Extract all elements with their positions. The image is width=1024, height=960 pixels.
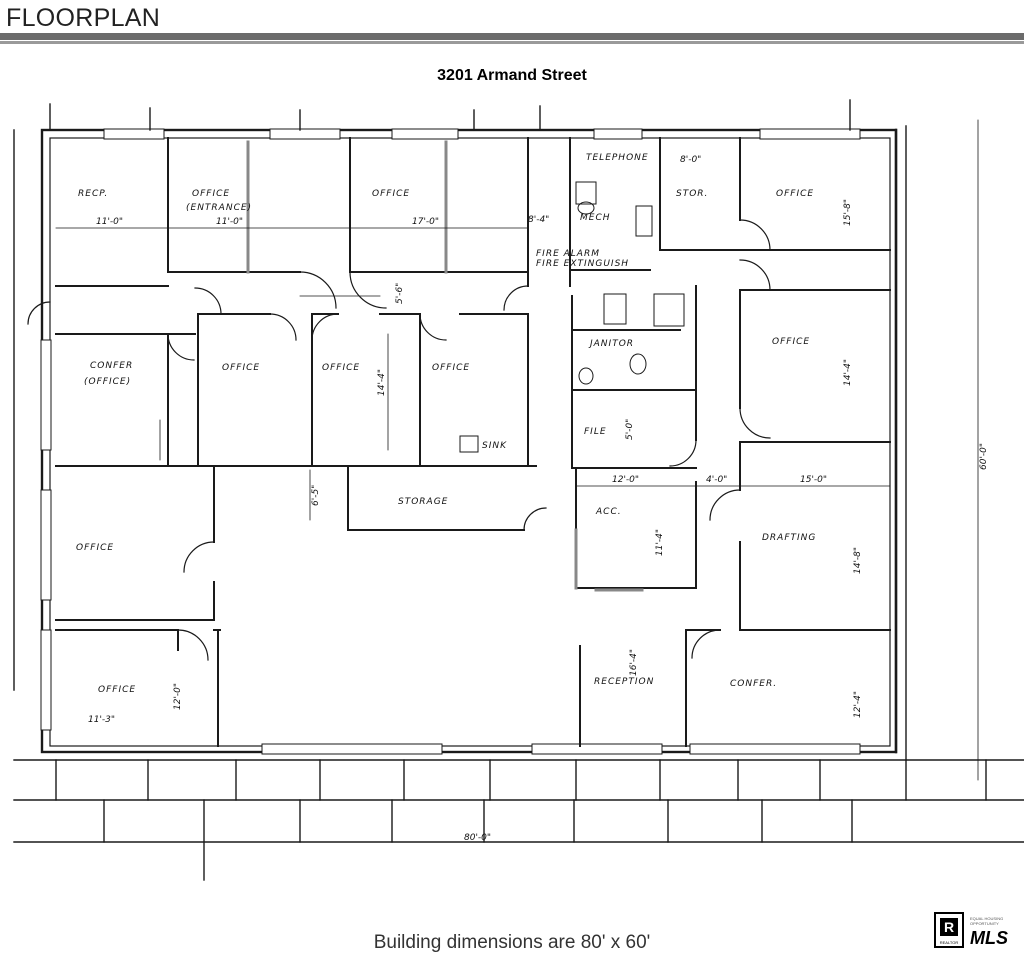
dim-recp-w: 11'-0" xyxy=(96,217,123,227)
label-office-top-right: OFFICE xyxy=(776,189,814,199)
room-labels: RECP. OFFICE (ENTRANCE) OFFICE STOR. OFF… xyxy=(76,153,816,695)
top-windows xyxy=(103,128,861,140)
label-office-left-bottom: OFFICE xyxy=(98,685,136,695)
dim-confer-right-h: 12'-4" xyxy=(853,691,863,718)
dim-office-right-mid-h: 14'-4" xyxy=(843,359,853,386)
floorplan-drawing: RECP. OFFICE (ENTRANCE) OFFICE STOR. OFF… xyxy=(13,99,1024,881)
plan-address: 3201 Armand Street xyxy=(437,67,587,84)
dim-hall2-w: 4'-0" xyxy=(706,475,727,485)
dim-mech-w: 8'-4" xyxy=(528,215,549,225)
label-fire-alarm: FIRE ALARM xyxy=(536,249,600,259)
label-office-right-mid: OFFICE xyxy=(772,337,810,347)
dim-office-entrance-w: 11'-0" xyxy=(216,217,243,227)
label-stor: STOR. xyxy=(676,189,708,199)
dim-hall-w: 5'-6" xyxy=(395,283,405,304)
left-windows xyxy=(40,339,52,731)
dimension-labels: 11'-0" 11'-0" 17'-0" 8'-4" 8'-0" 15'-8" … xyxy=(88,155,989,843)
label-office-row2-a: OFFICE xyxy=(222,363,260,373)
label-confer-right: CONFER. xyxy=(730,679,777,689)
label-sink: SINK xyxy=(482,441,507,451)
label-confer-left: CONFER xyxy=(90,361,133,371)
realtor-mls-logo: R REALTOR EQUAL HOUSING OPPORTUNITY MLS xyxy=(934,910,1016,954)
building-dimensions-note: Building dimensions are 80' x 60' xyxy=(373,932,651,953)
gray-markers xyxy=(574,528,644,592)
dim-stor-w: 8'-0" xyxy=(680,155,701,165)
label-reception: RECEPTION xyxy=(594,677,654,687)
interior-walls xyxy=(55,137,891,747)
page-title: FLOORPLAN xyxy=(6,4,161,32)
label-file: FILE xyxy=(584,427,607,437)
label-office-entrance-sub: (ENTRANCE) xyxy=(186,203,252,213)
bottom-windows xyxy=(261,743,861,755)
dim-office-top-right-w: 15'-8" xyxy=(843,199,853,226)
dim-building-width: 80'-0" xyxy=(464,833,491,843)
label-office-left-mid: OFFICE xyxy=(76,543,114,553)
label-storage: STORAGE xyxy=(398,497,448,507)
label-drafting: DRAFTING xyxy=(762,533,816,543)
dim-drafting-h: 14'-8" xyxy=(853,547,863,574)
equal-housing-text: EQUAL HOUSING OPPORTUNITY xyxy=(970,916,1004,926)
dim-building-depth: 60'-0" xyxy=(979,443,989,470)
dim-office-top-mid-w: 17'-0" xyxy=(412,217,439,227)
dim-reception-h: 16'-4" xyxy=(629,649,639,676)
dim-storage-gap: 6'-5" xyxy=(311,485,321,506)
label-mech: MECH xyxy=(580,213,611,223)
label-acc: ACC. xyxy=(595,507,622,517)
dim-acc-w: 12'-0" xyxy=(612,475,639,485)
door-swings xyxy=(27,219,771,661)
dim-drafting-w: 15'-0" xyxy=(800,475,827,485)
label-fire-ext: FIRE EXTINGUISH xyxy=(536,259,629,269)
label-confer-left-sub: (OFFICE) xyxy=(84,377,131,387)
label-recp: RECP. xyxy=(78,189,108,199)
mls-text: MLS xyxy=(970,928,1008,948)
dim-file-w: 5'-0" xyxy=(625,419,635,440)
dim-office-left-bottom-h: 12'-0" xyxy=(173,683,183,710)
label-telephone: TELEPHONE xyxy=(586,153,649,163)
restroom-fixtures xyxy=(459,181,685,453)
dim-acc-h: 11'-4" xyxy=(655,529,665,556)
header-divider xyxy=(0,33,1024,44)
label-office-top-mid: OFFICE xyxy=(372,189,410,199)
realtor-r-icon: R REALTOR xyxy=(934,912,964,948)
dim-office-left-bottom-w: 11'-3" xyxy=(88,715,115,725)
label-office-row2-b: OFFICE xyxy=(322,363,360,373)
site-grid xyxy=(13,99,1024,881)
label-office-row2-c: OFFICE xyxy=(432,363,470,373)
label-janitor: JANITOR xyxy=(588,339,634,349)
label-office-entrance: OFFICE xyxy=(192,189,230,199)
dim-office-row2-h: 14'-4" xyxy=(377,369,387,396)
dimension-lines xyxy=(41,119,979,843)
